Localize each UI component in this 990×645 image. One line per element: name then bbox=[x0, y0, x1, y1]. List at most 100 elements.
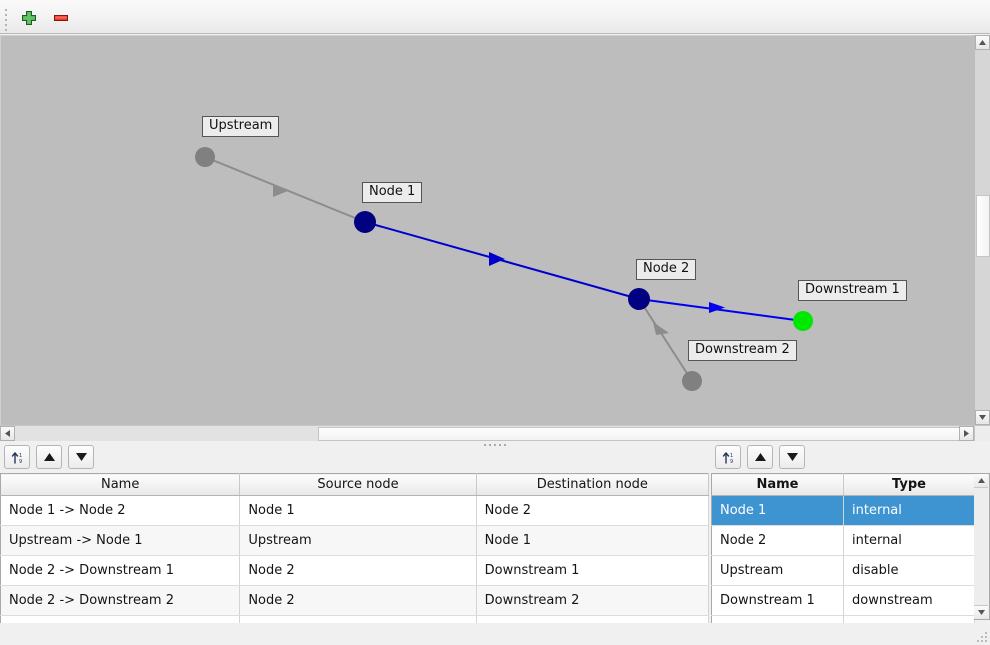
cell-name: Downstream 1 bbox=[711, 585, 844, 616]
cell-name: Node 1 -> Node 2 bbox=[0, 495, 241, 526]
remove-node-button[interactable] bbox=[48, 7, 74, 29]
column-header-name[interactable]: Name bbox=[0, 473, 241, 496]
triangle-down-icon bbox=[75, 453, 87, 461]
scroll-left-arrow bbox=[5, 430, 10, 437]
cell-source: Upstream bbox=[239, 525, 477, 556]
sort-arrows-icon: 1 9 bbox=[722, 451, 733, 465]
nodes-scroll-up-button[interactable] bbox=[974, 474, 988, 488]
scroll-down-button[interactable] bbox=[975, 410, 990, 425]
cell-source: Node 2 bbox=[239, 555, 477, 586]
graph-edges-and-nodes bbox=[195, 147, 813, 391]
nodes-table-scrollbar[interactable] bbox=[974, 473, 990, 620]
scroll-down-arrow bbox=[979, 415, 986, 420]
canvas-vscroll-thumb[interactable] bbox=[976, 195, 990, 257]
cell-name: Node 2 -> Downstream 1 bbox=[0, 555, 241, 586]
graph-canvas[interactable]: Upstream Node 1 Node 2 Downstream 1 Down… bbox=[0, 35, 974, 425]
connections-header-row: Name Source node Destination node bbox=[0, 473, 710, 496]
cell-name: Node 2 bbox=[711, 525, 844, 556]
table-row[interactable]: Downstream 1 downstream bbox=[711, 585, 975, 616]
scroll-up-arrow bbox=[979, 40, 986, 45]
drag-grip-icon[interactable] bbox=[5, 9, 11, 31]
cell-destination: Node 1 bbox=[476, 525, 710, 556]
scrollbar-corner bbox=[974, 425, 990, 441]
table-row[interactable]: Upstream -> Node 1 Upstream Node 1 bbox=[0, 525, 710, 556]
column-header-name[interactable]: Name bbox=[711, 473, 844, 496]
splitter-grip-icon bbox=[484, 444, 506, 446]
column-header-type[interactable]: Type bbox=[843, 473, 975, 496]
nodes-header-row: Name Type bbox=[711, 473, 975, 496]
canvas-hscroll-thumb[interactable] bbox=[318, 427, 990, 441]
table-row[interactable]: Node 2 -> Downstream 2 Node 2 Downstream… bbox=[0, 585, 710, 616]
cell-type: disable bbox=[843, 555, 975, 586]
triangle-up-icon bbox=[43, 453, 55, 461]
connections-sort-button[interactable]: 1 9 bbox=[4, 445, 30, 469]
svg-text:9: 9 bbox=[730, 459, 733, 465]
graph-node-upstream[interactable] bbox=[195, 147, 215, 167]
table-row-selected[interactable]: Node 1 internal bbox=[711, 495, 975, 526]
svg-text:1: 1 bbox=[730, 453, 733, 459]
graph-node-downstream1[interactable] bbox=[793, 311, 813, 331]
scroll-down-arrow bbox=[977, 610, 985, 615]
nodes-move-up-button[interactable] bbox=[747, 445, 773, 469]
scroll-up-arrow bbox=[977, 478, 985, 483]
cell-source: Node 2 bbox=[239, 585, 477, 616]
canvas-horizontal-scrollbar[interactable] bbox=[0, 425, 990, 441]
nodes-move-down-button[interactable] bbox=[779, 445, 805, 469]
cell-source: Node 1 bbox=[239, 495, 477, 526]
graph-label-node2[interactable]: Node 2 bbox=[636, 259, 697, 280]
cell-name: Upstream -> Node 1 bbox=[0, 525, 241, 556]
connections-move-down-button[interactable] bbox=[68, 445, 94, 469]
triangle-down-icon bbox=[786, 453, 798, 461]
edge-upstream-node1[interactable] bbox=[204, 156, 366, 223]
scroll-left-button[interactable] bbox=[0, 426, 15, 441]
red-minus-icon bbox=[54, 15, 68, 21]
edge-node1-node2[interactable] bbox=[364, 221, 640, 300]
table-row[interactable]: Node 2 -> Downstream 1 Node 2 Downstream… bbox=[0, 555, 710, 586]
column-header-destination-node[interactable]: Destination node bbox=[476, 473, 710, 496]
table-row[interactable]: Node 2 internal bbox=[711, 525, 975, 556]
cell-name: Node 2 -> Downstream 2 bbox=[0, 585, 241, 616]
pane-splitter[interactable] bbox=[0, 441, 990, 449]
add-node-button[interactable] bbox=[16, 7, 42, 29]
table-row[interactable]: Upstream disable bbox=[711, 555, 975, 586]
graph-node-node1[interactable] bbox=[354, 211, 376, 233]
graph-view[interactable]: Upstream Node 1 Node 2 Downstream 1 Down… bbox=[0, 35, 990, 441]
nodes-scroll-down-button[interactable] bbox=[974, 605, 988, 619]
graph-label-downstream2[interactable]: Downstream 2 bbox=[688, 340, 797, 361]
cell-name: Node 1 bbox=[711, 495, 844, 526]
cell-destination: Downstream 2 bbox=[476, 585, 710, 616]
column-header-source-node[interactable]: Source node bbox=[239, 473, 477, 496]
cell-destination: Downstream 1 bbox=[476, 555, 710, 586]
scroll-right-button[interactable] bbox=[959, 426, 974, 441]
connections-move-up-button[interactable] bbox=[36, 445, 62, 469]
graph-node-downstream2[interactable] bbox=[682, 371, 702, 391]
sort-arrows-icon: 1 9 bbox=[11, 451, 22, 465]
triangle-up-icon bbox=[754, 453, 766, 461]
main-toolbar bbox=[0, 0, 990, 34]
green-plus-icon bbox=[22, 11, 36, 25]
graph-label-upstream[interactable]: Upstream bbox=[202, 116, 280, 137]
svg-text:9: 9 bbox=[19, 459, 22, 465]
cell-destination: Node 2 bbox=[476, 495, 710, 526]
graph-label-node1[interactable]: Node 1 bbox=[362, 182, 423, 203]
window-resize-grip-icon[interactable] bbox=[977, 632, 987, 642]
nodes-sort-button[interactable]: 1 9 bbox=[715, 445, 741, 469]
status-bar bbox=[0, 623, 990, 645]
connections-table[interactable]: Name Source node Destination node Node 1… bbox=[0, 473, 710, 638]
nodes-table[interactable]: Name Type Node 1 internal Node 2 interna… bbox=[711, 473, 975, 638]
canvas-vertical-scrollbar[interactable] bbox=[974, 35, 990, 425]
nodes-toolbar: 1 9 bbox=[711, 443, 805, 471]
svg-text:1: 1 bbox=[19, 453, 22, 459]
edge-node2-downstream1[interactable] bbox=[638, 298, 804, 322]
cell-type: internal bbox=[843, 495, 975, 526]
graph-label-downstream1[interactable]: Downstream 1 bbox=[798, 280, 907, 301]
edge-node2-downstream2[interactable] bbox=[638, 298, 693, 382]
cell-type: internal bbox=[843, 525, 975, 556]
scroll-up-button[interactable] bbox=[975, 35, 990, 50]
connections-toolbar: 1 9 bbox=[0, 443, 94, 471]
scroll-right-arrow bbox=[964, 430, 969, 437]
cell-name: Upstream bbox=[711, 555, 844, 586]
graph-node-node2[interactable] bbox=[628, 288, 650, 310]
table-row[interactable]: Node 1 -> Node 2 Node 1 Node 2 bbox=[0, 495, 710, 526]
